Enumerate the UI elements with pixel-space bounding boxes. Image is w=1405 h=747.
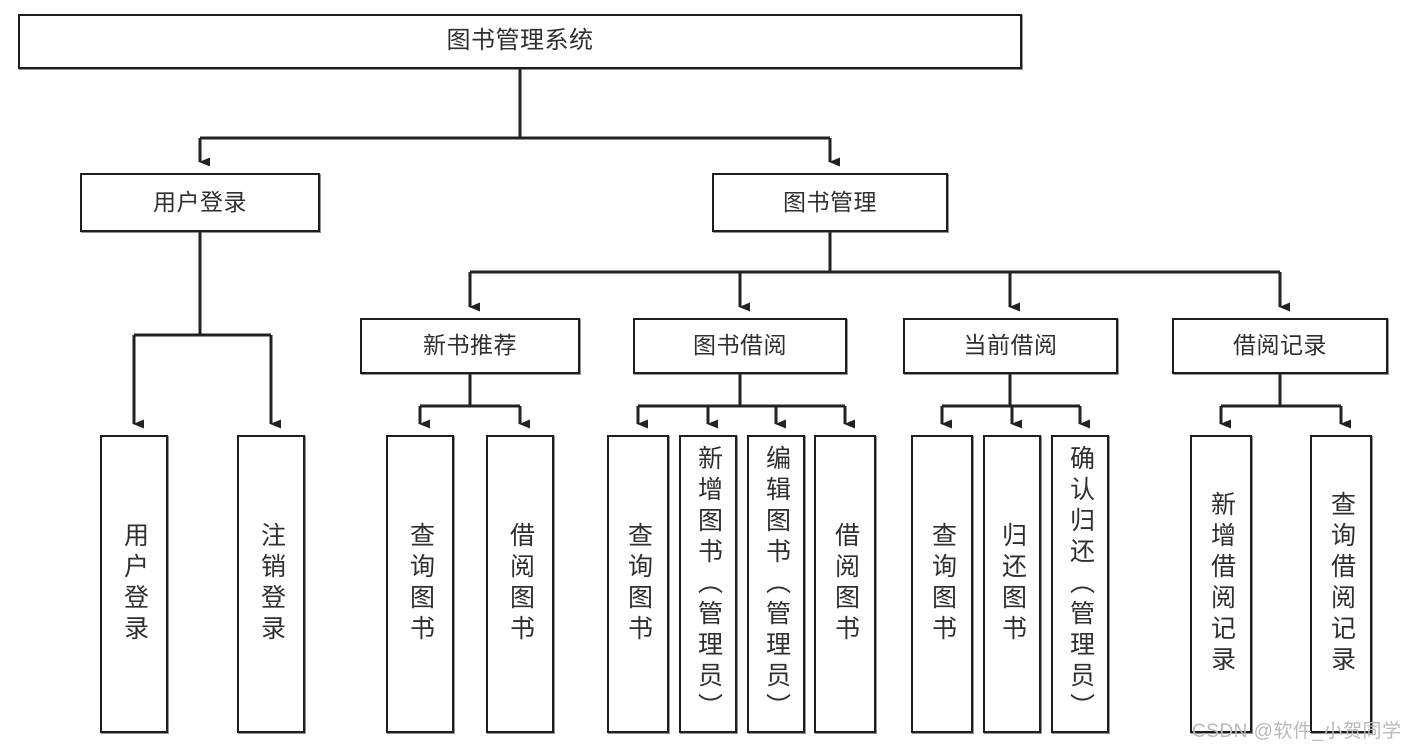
csdn-watermark: CSDN @软件_小贺同学 — [1192, 721, 1402, 742]
node-user-login[interactable]: 用户登录 — [80, 173, 320, 232]
node-leaf-add-borrow-record[interactable]: 新增借阅记录 — [1190, 435, 1252, 733]
node-leaf-query-book-current-label: 查询图书 — [928, 522, 957, 646]
node-root-system-label: 图书管理系统 — [446, 27, 594, 55]
node-leaf-query-borrow-record-label: 查询借阅记录 — [1327, 491, 1356, 677]
node-leaf-borrow-book-recommend-label: 借阅图书 — [506, 522, 535, 646]
node-leaf-confirm-return-admin[interactable]: 确认归还（管理员） — [1051, 435, 1109, 733]
node-book-management[interactable]: 图书管理 — [712, 173, 948, 232]
node-user-login-label: 用户登录 — [153, 188, 247, 215]
node-leaf-user-login[interactable]: 用户登录 — [100, 435, 168, 733]
node-leaf-borrow-book[interactable]: 借阅图书 — [814, 435, 876, 733]
node-leaf-add-book-admin-label: 新增图书（管理员） — [694, 444, 723, 724]
node-leaf-borrow-book-label: 借阅图书 — [831, 522, 860, 646]
node-leaf-return-book-label: 归还图书 — [998, 522, 1027, 646]
node-new-book-recommend-label: 新书推荐 — [423, 332, 517, 359]
node-current-borrow[interactable]: 当前借阅 — [903, 318, 1118, 374]
node-leaf-edit-book-admin-label: 编辑图书（管理员） — [762, 444, 791, 724]
node-new-book-recommend[interactable]: 新书推荐 — [360, 318, 580, 374]
node-leaf-query-book-current[interactable]: 查询图书 — [911, 435, 973, 733]
node-leaf-user-login-label: 用户登录 — [120, 522, 149, 646]
node-leaf-edit-book-admin[interactable]: 编辑图书（管理员） — [747, 435, 805, 733]
node-leaf-add-book-admin[interactable]: 新增图书（管理员） — [679, 435, 737, 733]
node-leaf-query-book-recommend-label: 查询图书 — [406, 522, 435, 646]
node-book-management-label: 图书管理 — [783, 188, 877, 215]
node-leaf-confirm-return-admin-label: 确认归还（管理员） — [1066, 444, 1095, 724]
node-leaf-query-book-borrow[interactable]: 查询图书 — [607, 435, 669, 733]
node-borrow-record[interactable]: 借阅记录 — [1172, 318, 1388, 374]
node-book-borrow[interactable]: 图书借阅 — [633, 318, 847, 374]
node-leaf-return-book[interactable]: 归还图书 — [983, 435, 1041, 733]
node-leaf-logout-login[interactable]: 注销登录 — [237, 435, 305, 733]
node-leaf-borrow-book-recommend[interactable]: 借阅图书 — [486, 435, 554, 733]
node-leaf-logout-login-label: 注销登录 — [257, 522, 286, 646]
node-leaf-query-book-borrow-label: 查询图书 — [624, 522, 653, 646]
node-leaf-query-borrow-record[interactable]: 查询借阅记录 — [1310, 435, 1372, 733]
node-leaf-add-borrow-record-label: 新增借阅记录 — [1207, 491, 1236, 677]
node-borrow-record-label: 借阅记录 — [1233, 332, 1327, 359]
node-root-system[interactable]: 图书管理系统 — [18, 14, 1022, 69]
node-current-borrow-label: 当前借阅 — [963, 332, 1058, 359]
node-book-borrow-label: 图书借阅 — [693, 332, 787, 359]
node-leaf-query-book-recommend[interactable]: 查询图书 — [386, 435, 454, 733]
